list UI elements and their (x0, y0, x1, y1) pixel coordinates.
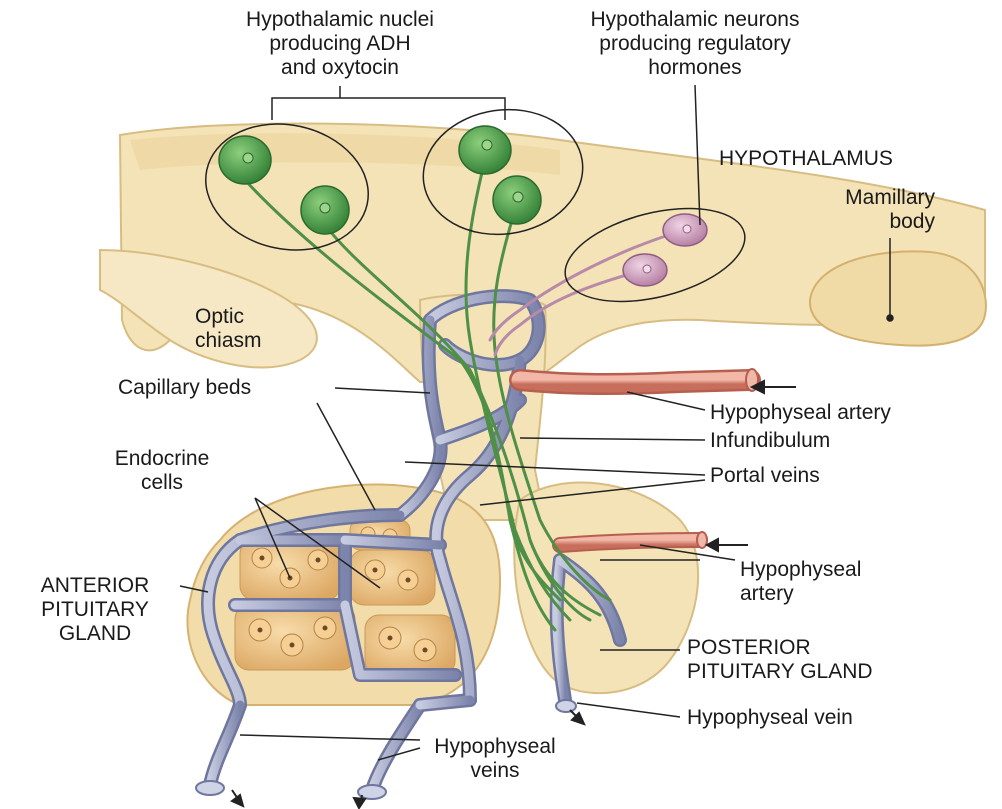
label-anterior-pituitary: ANTERIOR PITUITARY GLAND (5, 574, 185, 646)
label-line: Optic (195, 305, 262, 329)
label-line: POSTERIOR (687, 636, 873, 660)
label-line: Hypothalamic neurons (530, 8, 860, 32)
label-hypophyseal-artery-lower: Hypophyseal artery (740, 558, 861, 606)
label-line: and oxytocin (190, 56, 490, 80)
label-line: producing ADH (190, 32, 490, 56)
label-line: GLAND (5, 622, 185, 646)
label-hypophyseal-vein: Hypophyseal vein (687, 706, 853, 730)
label-capillary-beds: Capillary beds (118, 376, 251, 400)
label-line: Hypophyseal (410, 735, 580, 759)
label-portal-veins: Portal veins (710, 464, 820, 488)
label-line: Hypothalamic nuclei (190, 8, 490, 32)
label-endocrine-cells: Endocrine cells (82, 447, 242, 495)
label-hypophyseal-veins: Hypophyseal veins (410, 735, 580, 783)
label-line: producing regulatory (530, 32, 860, 56)
posterior-pituitary-shape (514, 483, 698, 694)
label-line: hormones (530, 56, 860, 80)
label-hypothalamic-neurons: Hypothalamic neurons producing regulator… (530, 8, 860, 80)
label-optic-chiasm: Optic chiasm (195, 305, 262, 353)
label-line: PITUITARY GLAND (687, 660, 873, 684)
label-hypothalamus: HYPOTHALAMUS (719, 147, 893, 171)
label-line: Hypophyseal (740, 558, 861, 582)
label-line: ANTERIOR (5, 574, 185, 598)
arrow-icon (707, 539, 748, 551)
label-line: chiasm (195, 329, 262, 353)
label-hypophyseal-artery-upper: Hypophyseal artery (710, 401, 891, 425)
label-hypothalamic-nuclei: Hypothalamic nuclei producing ADH and ox… (190, 8, 490, 80)
arrow-icon (232, 790, 243, 806)
label-line: body (800, 210, 935, 234)
label-line: PITUITARY (5, 598, 185, 622)
label-mamillary-body: Mamillary body (800, 186, 935, 234)
label-posterior-pituitary: POSTERIOR PITUITARY GLAND (687, 636, 873, 684)
label-infundibulum: Infundibulum (710, 429, 830, 453)
arrow-icon (570, 710, 584, 724)
label-line: Mamillary (800, 186, 935, 210)
label-line: veins (410, 759, 580, 783)
label-line: cells (82, 471, 242, 495)
label-line: Endocrine (82, 447, 242, 471)
arrow-icon (752, 381, 796, 393)
label-line: artery (740, 582, 861, 606)
